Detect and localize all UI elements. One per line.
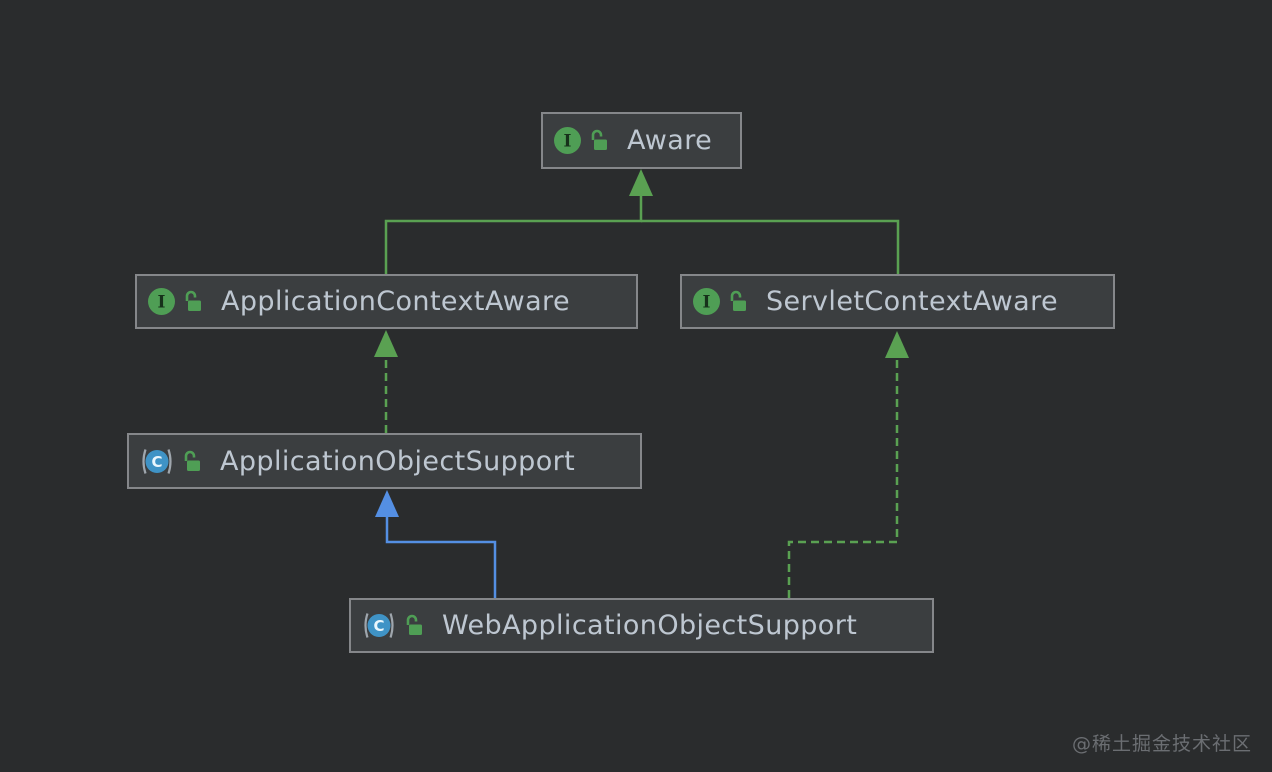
unlocked-padlock-icon: [591, 129, 607, 150]
edge-servletcontextaware-extends-aware[interactable]: [641, 219, 900, 274]
node-label: ApplicationContextAware: [221, 286, 570, 317]
interface-icon: I: [693, 288, 720, 315]
node-web-application-object-support[interactable]: C WebApplicationObjectSupport: [349, 598, 934, 653]
interface-icon: I: [554, 127, 581, 154]
watermark: @稀土掘金技术社区: [1071, 733, 1252, 755]
interface-icon: I: [148, 288, 175, 315]
unlocked-padlock-icon: [730, 290, 746, 311]
node-application-object-support[interactable]: C ApplicationObjectSupport: [127, 433, 642, 489]
svg-text:C: C: [151, 453, 162, 471]
edge-webapplicationobjectsupport-extends-applicationobjectsupport[interactable]: [375, 490, 497, 598]
svg-text:C: C: [373, 617, 384, 635]
abstract-class-icon: C: [142, 448, 172, 474]
node-label: WebApplicationObjectSupport: [442, 610, 858, 641]
node-servlet-context-aware[interactable]: I ServletContextAware: [680, 274, 1115, 329]
arrowhead-extends-applicationobjectsupport: [375, 490, 399, 517]
edge-webapplicationobjectsupport-implements-servletcontextaware[interactable]: [787, 331, 909, 598]
svg-text:I: I: [158, 293, 166, 313]
node-label: ServletContextAware: [766, 286, 1059, 317]
svg-text:I: I: [703, 293, 711, 313]
node-label: ApplicationObjectSupport: [220, 445, 576, 477]
arrowhead-extends-aware: [629, 169, 653, 196]
unlocked-padlock-icon: [406, 614, 422, 635]
unlocked-padlock-icon: [185, 290, 201, 311]
arrowhead-implements-applicationcontextaware: [374, 330, 398, 357]
node-aware[interactable]: I Aware: [541, 112, 742, 169]
edge-applicationobjectsupport-implements-applicationcontextaware[interactable]: [374, 330, 398, 433]
abstract-class-icon: C: [364, 613, 394, 638]
edge-applicationcontextaware-extends-aware[interactable]: [384, 169, 653, 274]
node-application-context-aware[interactable]: I ApplicationContextAware: [135, 274, 638, 329]
node-label: Aware: [627, 125, 713, 156]
arrowhead-implements-servletcontextaware: [885, 331, 909, 358]
svg-text:I: I: [564, 132, 572, 152]
unlocked-padlock-icon: [184, 450, 200, 471]
